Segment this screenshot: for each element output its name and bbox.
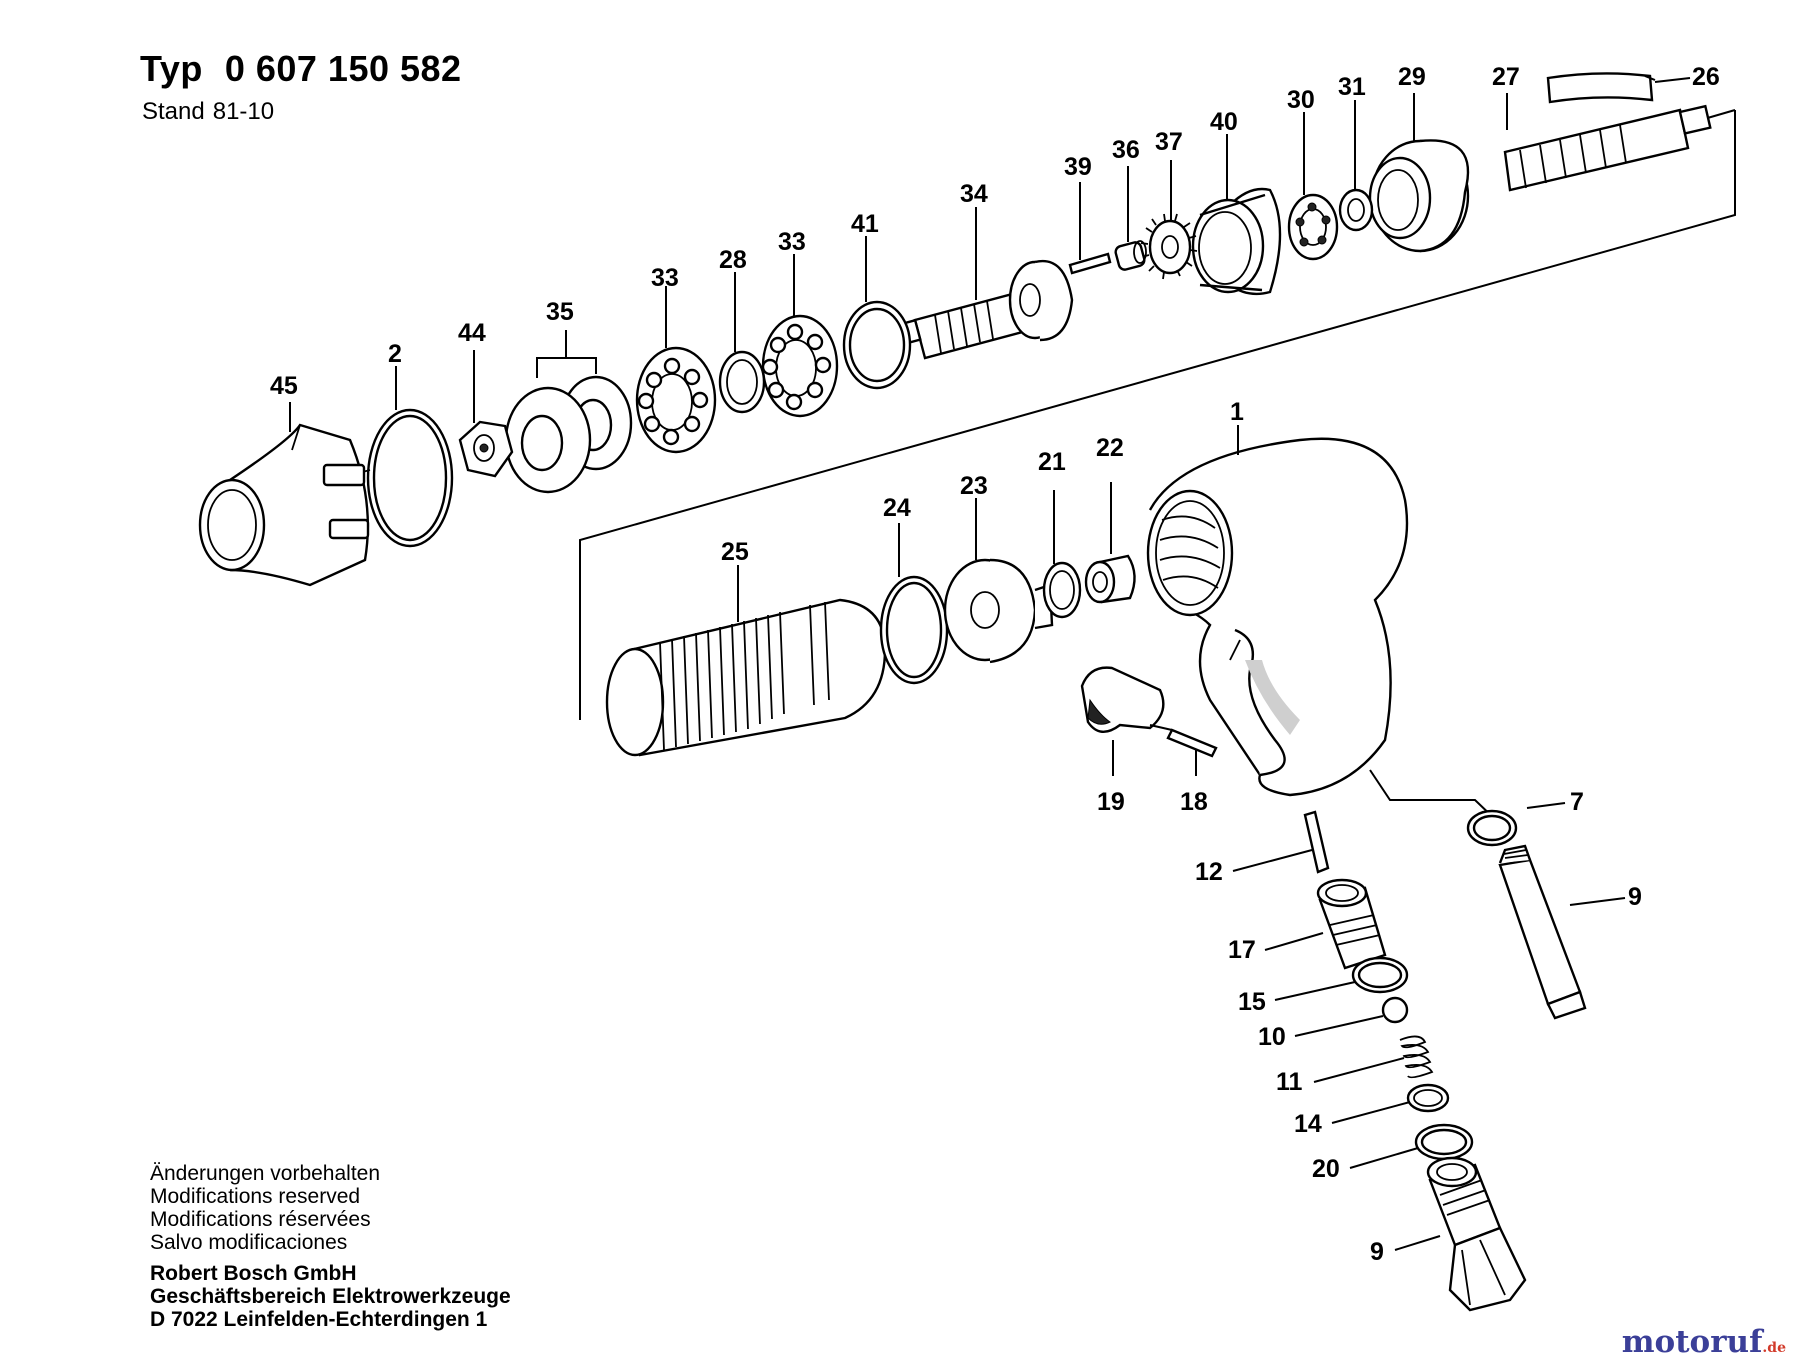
- part-31-ring: [1338, 188, 1374, 232]
- label-part-17: 17: [1228, 936, 1256, 964]
- watermark-main: motoruf: [1621, 1324, 1763, 1360]
- type-number: 0 607 150 582: [224, 48, 462, 89]
- part-44-nut: [458, 420, 514, 478]
- part-36-bushing: [1114, 240, 1147, 271]
- label-part-21: 21: [1038, 448, 1066, 476]
- part-9-lower-fitting: [1426, 1156, 1527, 1312]
- label-part-9-upper: 9: [1628, 883, 1642, 911]
- part-15-o-ring: [1351, 956, 1409, 994]
- company-location: D 7022 Leinfelden-Echterdingen 1: [150, 1308, 488, 1331]
- label-part-34: 34: [960, 180, 988, 208]
- label-part-12: 12: [1195, 858, 1223, 886]
- label-part-9-lower: 9: [1370, 1238, 1384, 1266]
- part-21-ring: [1042, 561, 1082, 619]
- part-29-ring: [1368, 139, 1470, 253]
- part-7-o-ring: [1466, 809, 1518, 847]
- part-1-housing: [1146, 437, 1409, 797]
- label-part-2: 2: [388, 340, 402, 368]
- watermark-suffix: .de: [1762, 1340, 1786, 1356]
- stand-label: Stand: [142, 98, 205, 125]
- label-part-15: 15: [1238, 988, 1266, 1016]
- company-name: Robert Bosch GmbH: [150, 1262, 357, 1285]
- label-part-37: 37: [1155, 128, 1183, 156]
- note-german: Änderungen vorbehalten: [150, 1162, 381, 1185]
- part-11-spring: [1399, 1035, 1434, 1079]
- label-part-29: 29: [1398, 63, 1426, 91]
- note-spanish: Salvo modificaciones: [150, 1231, 348, 1254]
- label-part-11: 11: [1276, 1068, 1303, 1096]
- leader-lines: [289, 75, 1691, 1251]
- label-part-33-left: 33: [651, 264, 679, 292]
- company-address: Robert Bosch GmbH Geschäftsbereich Elekt…: [150, 1262, 511, 1331]
- label-part-40: 40: [1210, 108, 1238, 136]
- label-part-25: 25: [721, 538, 749, 566]
- part-37-gear: [1140, 213, 1198, 280]
- stand-value: 81-10: [212, 98, 275, 125]
- label-part-28: 28: [719, 246, 747, 274]
- label-part-44: 44: [458, 319, 486, 347]
- part-23-piston: [943, 558, 1054, 664]
- label-part-36: 36: [1112, 136, 1140, 164]
- part-33-bearing-right: [761, 314, 839, 418]
- label-part-18: 18: [1180, 788, 1208, 816]
- label-part-14: 14: [1294, 1110, 1322, 1138]
- part-33-bearing-left: [635, 346, 717, 454]
- note-french: Modifications réservées: [150, 1208, 371, 1231]
- label-part-41: 41: [851, 210, 879, 238]
- label-part-31: 31: [1338, 73, 1366, 101]
- part-2-o-ring: [366, 408, 454, 548]
- part-24-o-ring: [879, 575, 949, 685]
- part-26-key: [1546, 72, 1654, 104]
- label-part-22: 22: [1096, 434, 1124, 462]
- label-part-26: 26: [1692, 63, 1720, 91]
- part-22-bushing: [1084, 554, 1136, 604]
- part-34-spindle: [898, 259, 1074, 360]
- part-41-ring: [842, 300, 912, 390]
- label-part-24: 24: [883, 494, 911, 522]
- part-10-ball: [1381, 996, 1409, 1024]
- modification-notes: Änderungen vorbehalten Modifications res…: [150, 1162, 380, 1254]
- type-header: Typ 0 607 150 582: [140, 48, 484, 90]
- label-part-33-right: 33: [778, 228, 806, 256]
- part-14-ring: [1406, 1083, 1450, 1113]
- part-35-shims: [504, 330, 633, 494]
- part-30-bearing: [1287, 193, 1339, 261]
- part-12-pin: [1303, 810, 1330, 874]
- part-9-upper-fitting: [1498, 844, 1587, 1020]
- label-part-1: 1: [1230, 398, 1244, 426]
- label-part-20: 20: [1312, 1155, 1340, 1183]
- part-45-nose-cap: [198, 423, 371, 587]
- watermark-logo: motoruf.de: [1622, 1324, 1786, 1360]
- part-40-sleeve: [1191, 187, 1282, 296]
- label-part-27: 27: [1492, 63, 1520, 91]
- part-25-cylinder: [605, 598, 887, 757]
- label-part-30: 30: [1287, 86, 1315, 114]
- label-part-23: 23: [960, 472, 988, 500]
- label-part-10: 10: [1258, 1023, 1286, 1051]
- part-18-pin: [1149, 724, 1218, 758]
- stand-header: Stand 81-10: [142, 98, 282, 126]
- company-division: Geschäftsbereich Elektrowerkzeuge: [150, 1285, 511, 1308]
- part-39-pin: [1068, 252, 1112, 275]
- label-part-45: 45: [270, 372, 298, 400]
- label-part-7: 7: [1570, 788, 1584, 816]
- part-labels: 26 27 29 31 30 40 37 36 39 34 41 33 28 3…: [270, 63, 1720, 1266]
- part-28-ring: [718, 350, 766, 414]
- type-label: Typ: [140, 48, 203, 89]
- note-english: Modifications reserved: [150, 1185, 361, 1208]
- label-part-39: 39: [1064, 153, 1092, 181]
- part-19-trigger: [1080, 666, 1165, 733]
- label-part-35: 35: [546, 298, 574, 326]
- part-17-valve: [1316, 878, 1387, 970]
- part-27-shaft: [1503, 104, 1712, 192]
- label-part-19: 19: [1097, 788, 1125, 816]
- part-20-o-ring: [1414, 1123, 1474, 1161]
